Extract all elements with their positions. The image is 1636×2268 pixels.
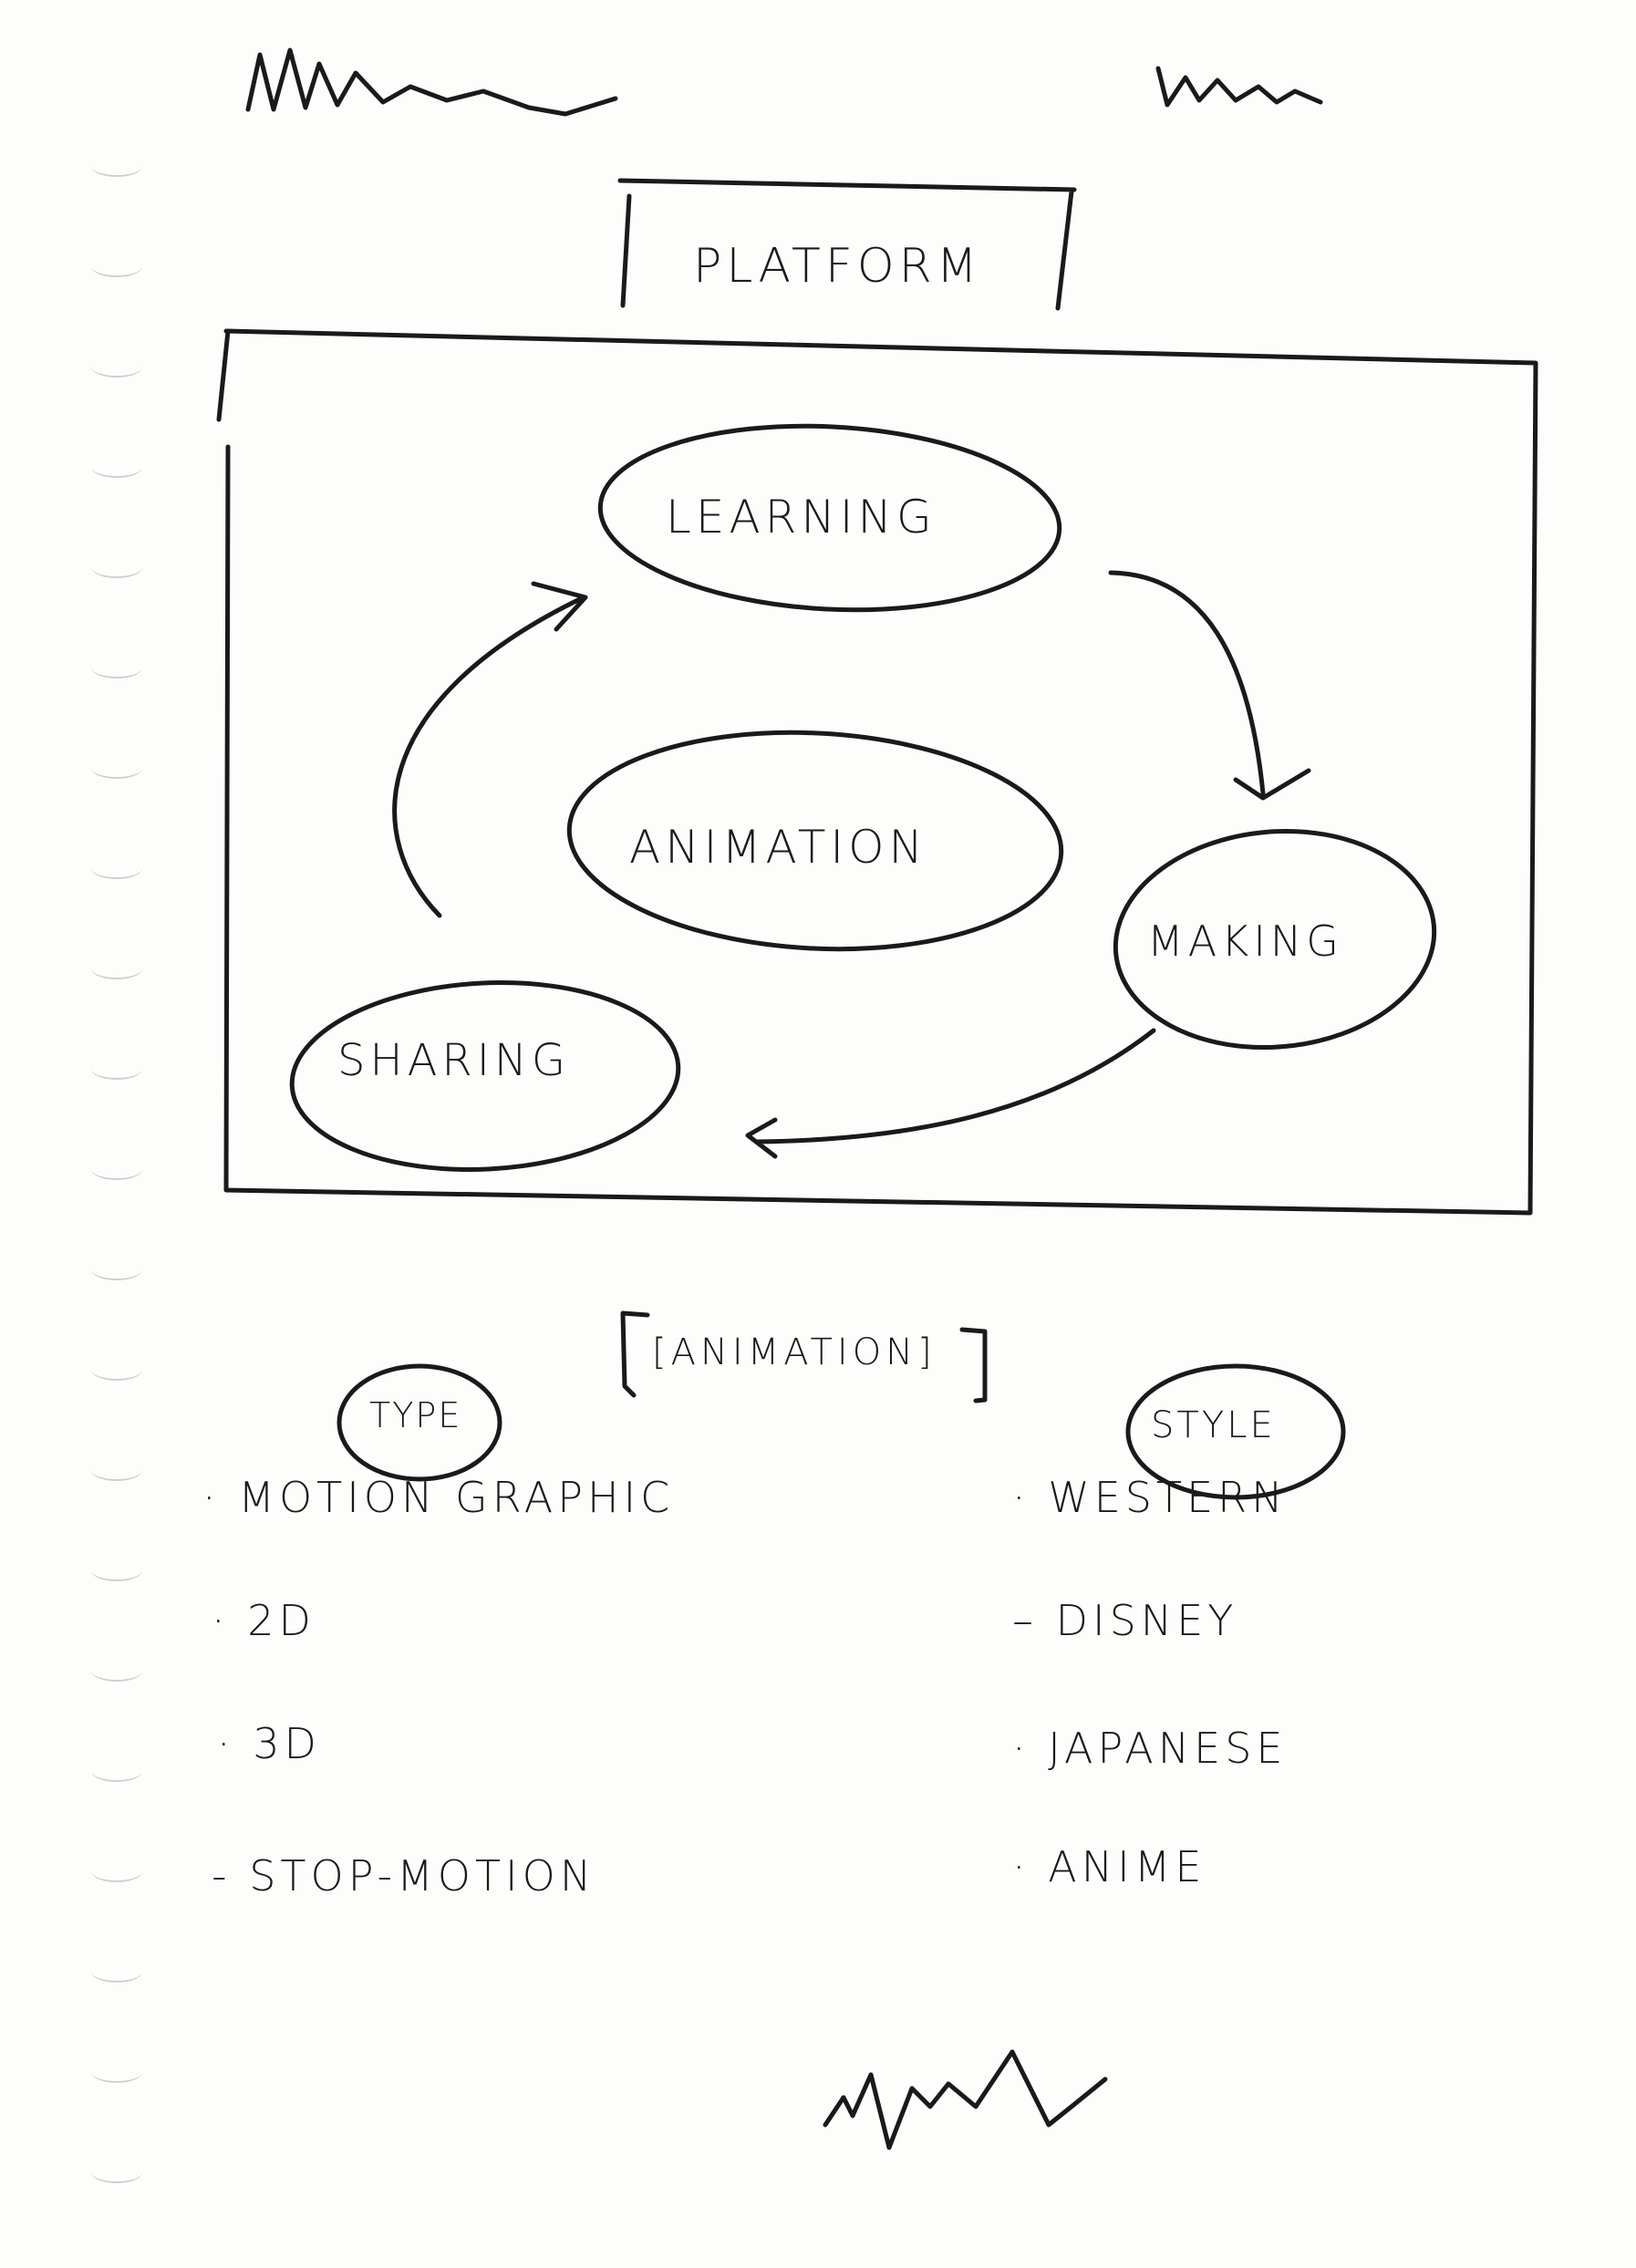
learning-ellipse <box>597 423 1062 613</box>
type-item-text: 2D <box>247 1596 316 1645</box>
type-item: · 2D <box>212 1596 316 1645</box>
punch-hole <box>91 1860 142 1882</box>
punch-hole <box>91 1359 142 1381</box>
type-item: · 3D <box>217 1719 321 1768</box>
scribble-top-right <box>1155 66 1323 108</box>
punch-hole <box>91 155 142 177</box>
making-label: MAKING <box>1147 917 1343 966</box>
bracket-right <box>959 1327 988 1403</box>
arrow-learning-to-making <box>1108 570 1311 801</box>
punch-hole <box>91 1559 142 1581</box>
type-item-text: STOP-MOTION <box>249 1851 596 1900</box>
punch-hole <box>91 1158 142 1180</box>
type-circle <box>337 1363 502 1482</box>
punch-hole <box>91 2061 142 2083</box>
punch-hole <box>91 1660 142 1682</box>
punch-hole <box>91 255 142 277</box>
type-item-text: 3D <box>253 1719 321 1768</box>
animation-ellipse <box>566 730 1064 952</box>
style-heading: STYLE <box>1151 1404 1276 1446</box>
punch-hole <box>91 456 142 478</box>
learning-label: LEARNING <box>666 491 937 544</box>
arrow-sharing-to-learning <box>392 581 588 918</box>
platform-label: PLATFORM <box>693 239 982 294</box>
style-circle <box>1125 1363 1346 1500</box>
scribble-top-left <box>245 47 618 117</box>
sharing-ellipse <box>289 980 681 1172</box>
animation-label: ANIMATION <box>629 821 927 874</box>
punch-hole <box>91 657 142 678</box>
type-heading: TYPE <box>369 1395 462 1435</box>
punch-hole <box>91 356 142 378</box>
punch-hole <box>91 1760 142 1782</box>
sharing-label: SHARING <box>337 1035 571 1086</box>
punch-hole <box>91 1459 142 1481</box>
style-item: – DISNEY <box>1012 1596 1238 1645</box>
bracket-left <box>620 1310 650 1398</box>
punch-hole <box>91 1058 142 1080</box>
platform-box <box>617 178 1077 311</box>
punch-hole <box>91 1961 142 1983</box>
punch-hole <box>91 857 142 879</box>
style-item-text: ANIME <box>1048 1842 1206 1891</box>
punch-hole <box>91 2161 142 2183</box>
animation-heading: [ANIMATION] <box>652 1331 937 1373</box>
platform-frame <box>216 328 1538 1216</box>
punch-hole <box>91 556 142 578</box>
punch-hole <box>91 1258 142 1280</box>
style-item: · WESTERN <box>1012 1473 1288 1522</box>
style-item-text: WESTERN <box>1048 1473 1288 1522</box>
type-item: · MOTION GRAPHIC <box>202 1473 675 1522</box>
style-item: · ANIME <box>1012 1842 1206 1891</box>
scribble-bottom <box>823 2049 1108 2150</box>
style-item-text: DISNEY <box>1055 1596 1238 1645</box>
style-item: · JAPANESE <box>1012 1724 1288 1773</box>
type-item-text: MOTION GRAPHIC <box>238 1473 675 1522</box>
making-ellipse <box>1113 828 1437 1051</box>
punch-hole <box>91 958 142 979</box>
arrow-making-to-sharing <box>745 1028 1156 1159</box>
punch-hole <box>91 757 142 779</box>
style-item-text: JAPANESE <box>1048 1724 1288 1773</box>
type-item: - STOP-MOTION <box>212 1851 596 1900</box>
